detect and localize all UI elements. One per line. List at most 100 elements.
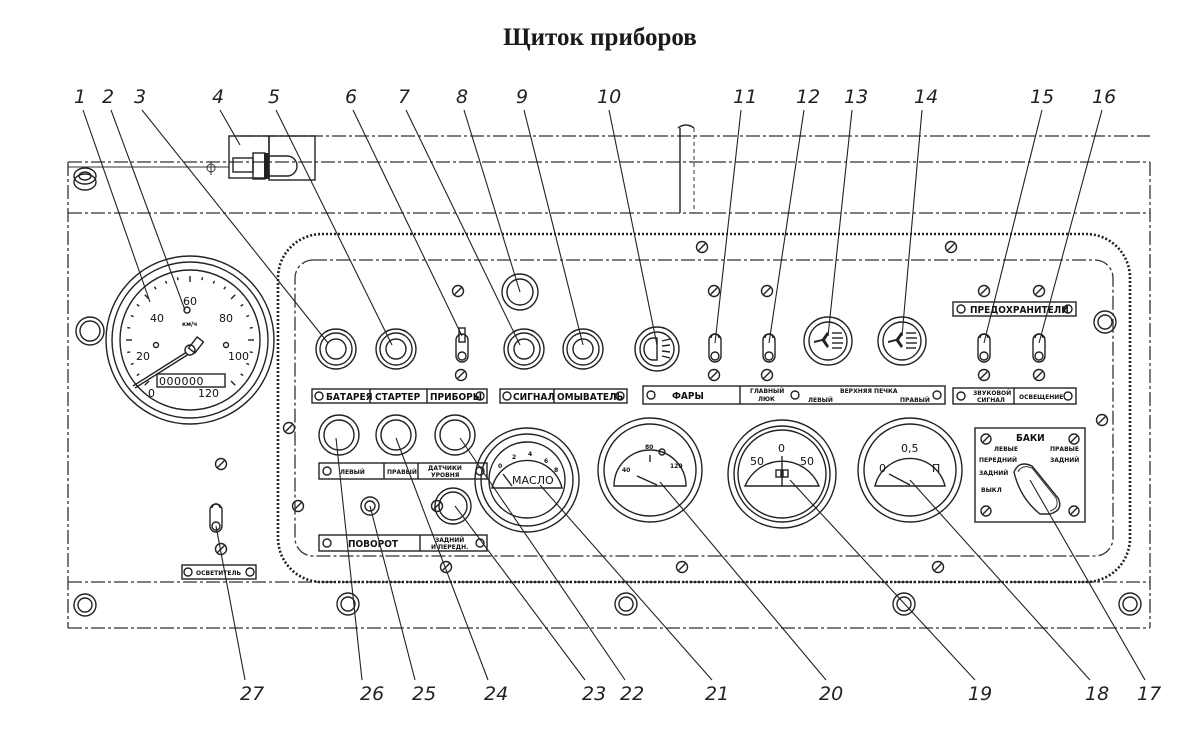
- leader-line: [141, 109, 329, 344]
- fuel-tick-full: П: [932, 462, 940, 475]
- plate-headlights-vent: ФАРЫ ГЛАВНЫЙ ЛЮК ВЕРХНЯЯ ПЕЧКА ЛЕВЫЙ ПРА…: [642, 385, 946, 405]
- ammeter-gauge: 50 0 50: [727, 419, 837, 529]
- label-washer: ОМЫВАТЕЛЬ: [557, 392, 623, 403]
- tank-title: БАКИ: [1016, 433, 1045, 444]
- mounting-bolt-icon: [1118, 592, 1142, 616]
- headlight-toggle-2[interactable]: [762, 333, 776, 363]
- speedo-tick-120: 120: [198, 387, 219, 400]
- speedo-tick-mark: [144, 380, 150, 386]
- temp-tick-120: 120: [670, 463, 683, 470]
- speedo-tick-mark: [230, 380, 236, 386]
- label-headlights: ФАРЫ: [672, 391, 704, 402]
- tank-left: ЛЕВЫЕ: [994, 446, 1018, 453]
- fuel-gauge: 0,5 0 П: [857, 417, 963, 523]
- label-turn-sub-2: И ПЕРЕДН.: [431, 544, 468, 551]
- leader-line: [82, 109, 151, 303]
- screw-icon: [695, 240, 709, 254]
- label-instruments: ПРИБОРЫ: [430, 392, 482, 403]
- callout-number: 16: [1092, 86, 1116, 108]
- screw-icon: [1095, 413, 1109, 427]
- leader-line: [909, 479, 1091, 681]
- callout-number: 12: [796, 86, 820, 108]
- leader-line: [659, 481, 827, 681]
- speedo-tick-mark: [223, 286, 227, 290]
- label-left: ЛЕВЫЙ: [340, 468, 365, 476]
- screw-icon: [977, 284, 991, 298]
- screw-icon: [1032, 284, 1046, 298]
- instruments-toggle[interactable]: [455, 327, 469, 363]
- phi-symbol-icon: [206, 161, 216, 175]
- mounting-bolt-icon: [73, 593, 97, 617]
- callout-number: 23: [582, 683, 606, 705]
- leader-line: [215, 525, 246, 681]
- callout-number: 14: [914, 86, 938, 108]
- speedo-tick-mark: [246, 362, 250, 366]
- label-sensors-2: УРОВНЯ: [431, 472, 460, 479]
- headlight-toggle-1[interactable]: [708, 333, 722, 363]
- plate-illumination: ОСВЕТИТЕЛЬ: [181, 564, 257, 580]
- callout-number: 11: [733, 86, 757, 108]
- callout-number: 25: [412, 683, 436, 705]
- odometer: 000000: [159, 375, 204, 388]
- label-vent-right: ПРАВЫЙ: [900, 396, 930, 404]
- speedo-tick-100: 100: [228, 350, 249, 363]
- speedometer: 0 20 40 60 80 100 120 км/ч 000000: [105, 255, 275, 425]
- fuel-tick-half: 0,5: [901, 442, 919, 455]
- battery-switch[interactable]: [315, 328, 357, 370]
- washer-button[interactable]: [562, 328, 604, 370]
- signal-button[interactable]: [503, 328, 545, 370]
- speedo-tick-mark: [130, 314, 134, 318]
- speedo-tick-0: 0: [148, 387, 155, 400]
- speedo-tick-20: 20: [136, 350, 150, 363]
- leader-line: [110, 109, 186, 311]
- starter-switch[interactable]: [375, 328, 417, 370]
- illumination-toggle[interactable]: [209, 503, 223, 533]
- lighting-toggle[interactable]: [1032, 333, 1046, 363]
- screw-icon: [454, 368, 468, 382]
- callout-number: 4: [212, 86, 224, 108]
- callout-number: 22: [620, 683, 644, 705]
- mounting-bolt-icon: [336, 592, 360, 616]
- callout-number: 5: [268, 86, 280, 108]
- speedo-tick-mark: [127, 351, 131, 354]
- oil-tick-6: 6: [544, 458, 548, 465]
- speedo-tick-mark: [240, 373, 244, 377]
- inner-frame: [276, 232, 1132, 584]
- speedo-tick-mark: [201, 277, 204, 281]
- label-sound-signal-2: СИГНАЛ: [977, 397, 1005, 404]
- fuel-tank-selector[interactable]: БАКИ ЛЕВЫЕ ПРАВЫЕ ПЕРЕДНИЙ ЗАДНИЙ ЗАДНИЙ…: [974, 427, 1086, 523]
- label-vent-title: ВЕРХНЯЯ ПЕЧКА: [840, 388, 898, 395]
- callout-number: 15: [1030, 86, 1054, 108]
- callout-number: 3: [134, 86, 146, 108]
- tank-rear-right: ЗАДНИЙ: [1050, 456, 1079, 464]
- tank-front: ПЕРЕДНИЙ: [979, 456, 1017, 464]
- label-turn-sub-1: ЗАДНИЙ: [435, 536, 464, 544]
- screw-icon: [214, 457, 228, 471]
- screw-icon: [977, 368, 991, 382]
- callout-number: 13: [844, 86, 868, 108]
- screw-icon: [675, 560, 689, 574]
- knob-22[interactable]: [434, 414, 476, 456]
- mounting-bolt-icon: [614, 592, 638, 616]
- indicator-25: [360, 496, 380, 516]
- knob-26[interactable]: [318, 414, 360, 456]
- callout-number: 26: [360, 683, 384, 705]
- plate-sound-lighting: ЗВУКОВОЙ СИГНАЛ ОСВЕЩЕНИЕ: [952, 387, 1077, 405]
- knob-24[interactable]: [375, 414, 417, 456]
- callout-number: 8: [456, 86, 468, 108]
- speedo-tick-80: 80: [219, 312, 233, 325]
- leader-line: [983, 109, 1043, 344]
- button-23[interactable]: [434, 487, 472, 525]
- screw-icon: [1032, 368, 1046, 382]
- speedo-tick-mark: [240, 303, 244, 307]
- sound-signal-toggle[interactable]: [977, 333, 991, 363]
- speedometer-ticks: [126, 276, 254, 386]
- screw-icon: [291, 499, 305, 513]
- ammeter-tick-right: 50: [800, 455, 814, 468]
- speedo-tick-mark: [130, 362, 134, 366]
- callout-number: 21: [705, 683, 729, 705]
- plate-fuses: ПРЕДОХРАНИТЕЛИ: [952, 301, 1077, 317]
- label-turn: ПОВОРОТ: [348, 539, 399, 550]
- screw-icon: [430, 499, 444, 513]
- oil-gauge-label: МАСЛО: [512, 474, 554, 487]
